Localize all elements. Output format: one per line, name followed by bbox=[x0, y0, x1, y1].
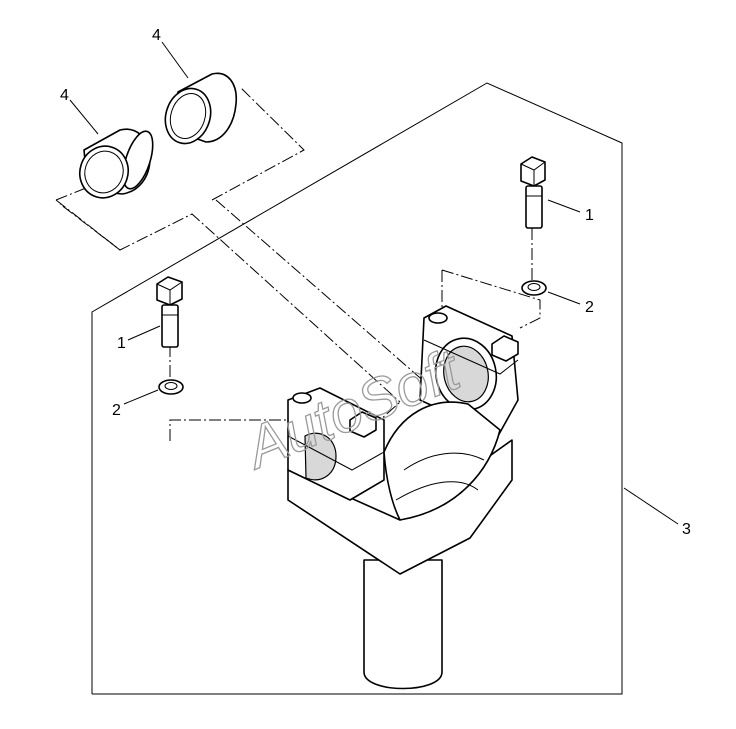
bolt-left bbox=[156, 276, 183, 348]
assembly-boundary bbox=[91, 82, 623, 695]
bushing-lower bbox=[79, 128, 154, 199]
callout-1-right: 1 bbox=[585, 207, 594, 224]
bolt-right bbox=[520, 156, 546, 229]
washer-right bbox=[521, 280, 547, 296]
bushing-upper bbox=[164, 72, 237, 145]
callout-2-left: 2 bbox=[112, 402, 121, 419]
callout-2-right: 2 bbox=[585, 299, 594, 316]
callout-4-lower: 4 bbox=[60, 87, 69, 104]
explosion-lines bbox=[55, 86, 541, 441]
callout-4-upper: 4 bbox=[152, 27, 161, 44]
callout-3: 3 bbox=[682, 521, 691, 538]
leader-lines bbox=[69, 41, 679, 525]
washer-left bbox=[158, 379, 184, 395]
yoke-assembly bbox=[287, 305, 519, 690]
callout-1-left: 1 bbox=[117, 335, 126, 352]
